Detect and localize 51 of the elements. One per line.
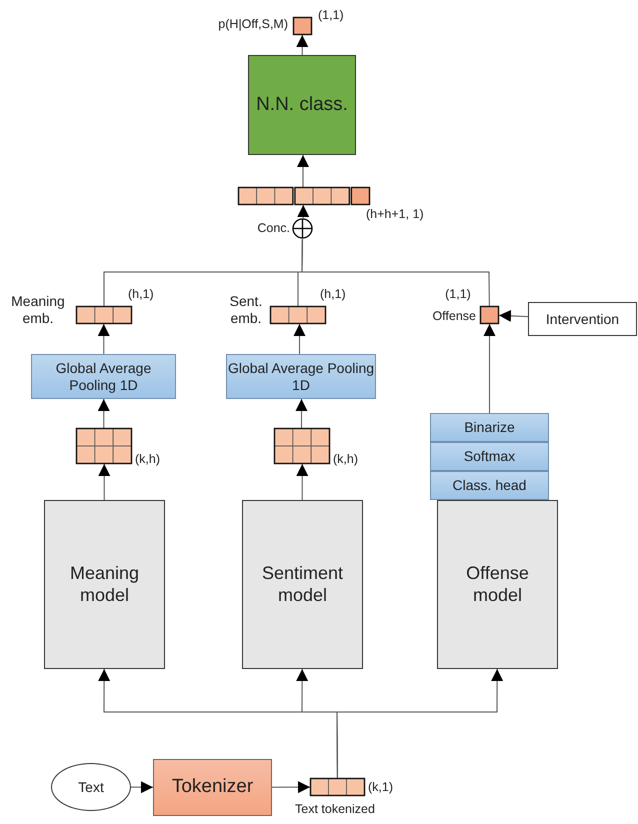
node-label: Text (78, 778, 104, 796)
arrow (98, 464, 110, 500)
node-label: Global Average Pooling 1D (54, 360, 152, 394)
annotation-label: Text tokenized (294, 802, 376, 817)
annotation-label: (h+h+1, 1) (366, 207, 425, 222)
arrow (336, 668, 504, 778)
layer-box (31, 354, 176, 399)
arrow (296, 464, 308, 500)
annotation-label: Sent. emb. (228, 293, 264, 327)
node-label: Class. head (452, 477, 526, 494)
layer-box (226, 354, 376, 399)
annotation-label: (1,1) (444, 287, 472, 302)
node-label: Meaning model (68, 562, 140, 606)
annotation-label: Offense (431, 309, 476, 324)
node-label: Sentiment model (260, 562, 344, 606)
annotation-label: (1,1) (318, 8, 345, 23)
layer-box (430, 471, 549, 500)
process-box (153, 759, 272, 816)
node-label: N.N. class. (256, 94, 348, 116)
arrow (498, 310, 528, 322)
annotation-label: Conc. (256, 221, 290, 236)
node-label: Intervention (546, 310, 620, 328)
arrow (98, 324, 110, 354)
arrow (296, 398, 308, 428)
node-label: Global Average Pooling 1D (227, 360, 375, 394)
annotation-label: (k,1) (368, 780, 394, 795)
arrow (130, 781, 154, 794)
layer-box (430, 413, 549, 442)
annotation-label: (h,1) (128, 287, 155, 302)
arrow (296, 34, 308, 56)
arrow (297, 204, 310, 218)
annotation-label: Meaning emb. (10, 293, 66, 327)
arrow (272, 781, 310, 794)
layer-box (430, 442, 549, 471)
node-label: Binarize (464, 419, 515, 436)
input-box (528, 302, 637, 336)
node-label: Tokenizer (172, 776, 254, 799)
annotation-label: (k,h) (333, 452, 359, 467)
annotation-label: p(H|Off,S,M) (217, 17, 288, 32)
classifier-box (248, 55, 356, 155)
model-box (437, 500, 558, 669)
node-label: Offense model (465, 562, 530, 606)
model-box (242, 500, 363, 669)
arrow (297, 154, 309, 188)
model-box (44, 500, 165, 669)
node-label: Softmax (464, 448, 516, 465)
arrow (294, 324, 306, 354)
arrow (98, 398, 110, 428)
annotation-label: (k,h) (135, 452, 161, 467)
annotation-label: (h,1) (320, 287, 347, 302)
arrow (484, 324, 496, 414)
